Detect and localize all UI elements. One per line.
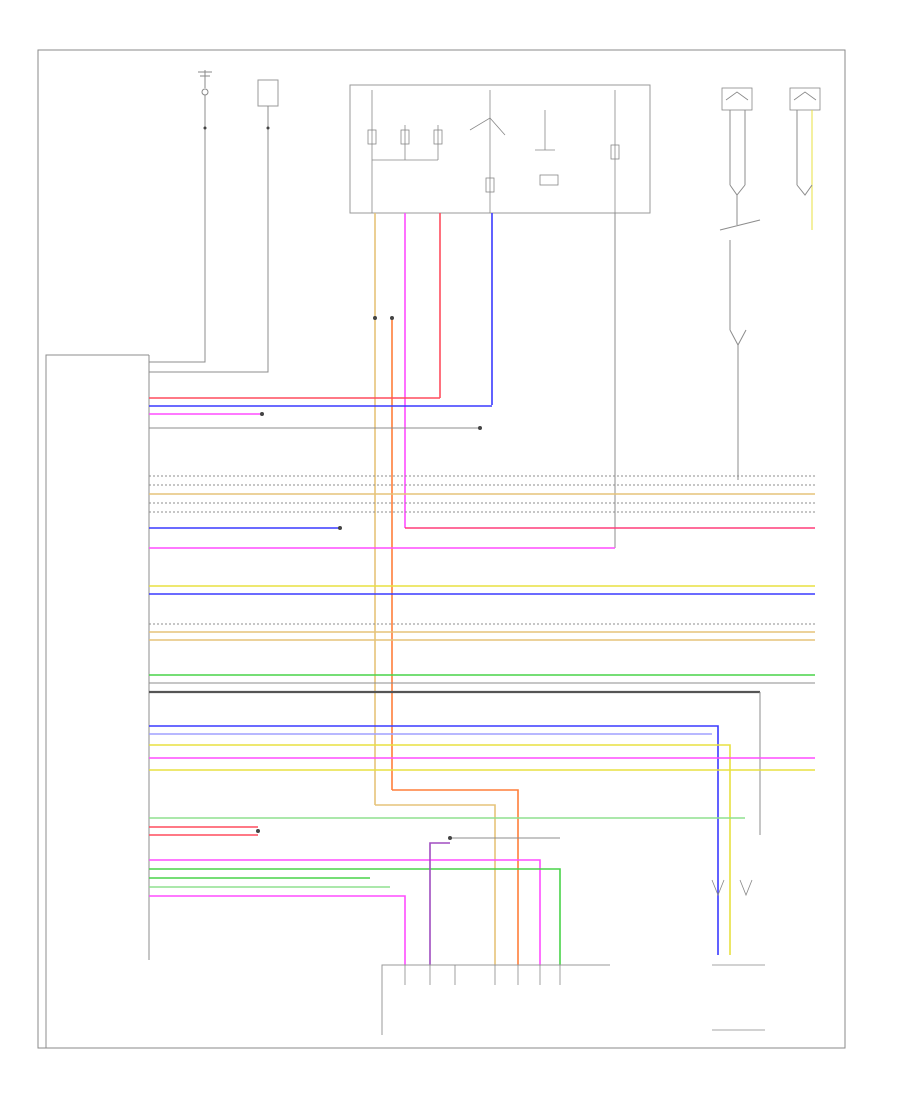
wire-magenta-b5: [149, 895, 406, 965]
bottom-module-pins: [404, 965, 561, 985]
splice-point-3: [338, 526, 342, 530]
bottom-right-connector: [711, 879, 765, 1031]
fuse-icon-3: [433, 129, 443, 145]
antenna-ground-point: [203, 126, 207, 130]
fuse-box-internals: [371, 90, 616, 213]
bottom-module-outline: [381, 964, 610, 1035]
wire-purple-b6: [429, 842, 450, 965]
fuse-icon-4: [485, 177, 495, 193]
speaker-icon-right: [789, 87, 821, 111]
wire-yellow-5: [149, 744, 731, 955]
amplifier-box: [257, 79, 279, 107]
radio-module-bracket: [45, 354, 149, 1048]
splice-point-2: [478, 426, 482, 430]
wire-green-b2: [149, 868, 561, 965]
antenna-lead-2: [149, 106, 269, 373]
splice-point-4: [256, 829, 260, 833]
antenna-lead-1: [149, 95, 206, 363]
fuse-icon-5: [610, 144, 620, 160]
wire-tan-down: [375, 804, 496, 965]
speaker-icon-left: [721, 87, 753, 111]
splice-point-6: [373, 316, 377, 320]
splice-point-1: [260, 412, 264, 416]
wire-blue-3: [149, 725, 719, 955]
wire-magenta-b1: [149, 859, 541, 965]
diagram-frame: [37, 49, 846, 1049]
antenna-icon: [198, 70, 212, 96]
fuse-icon-1: [367, 129, 377, 145]
speaker-leads: [719, 110, 813, 480]
splice-point-5: [448, 836, 452, 840]
wire-orange-down: [392, 789, 519, 965]
splice-point-7: [390, 316, 394, 320]
fuse-icon-2: [400, 129, 410, 145]
fuse-box: [349, 84, 651, 214]
amplifier-ground-point: [266, 126, 270, 130]
